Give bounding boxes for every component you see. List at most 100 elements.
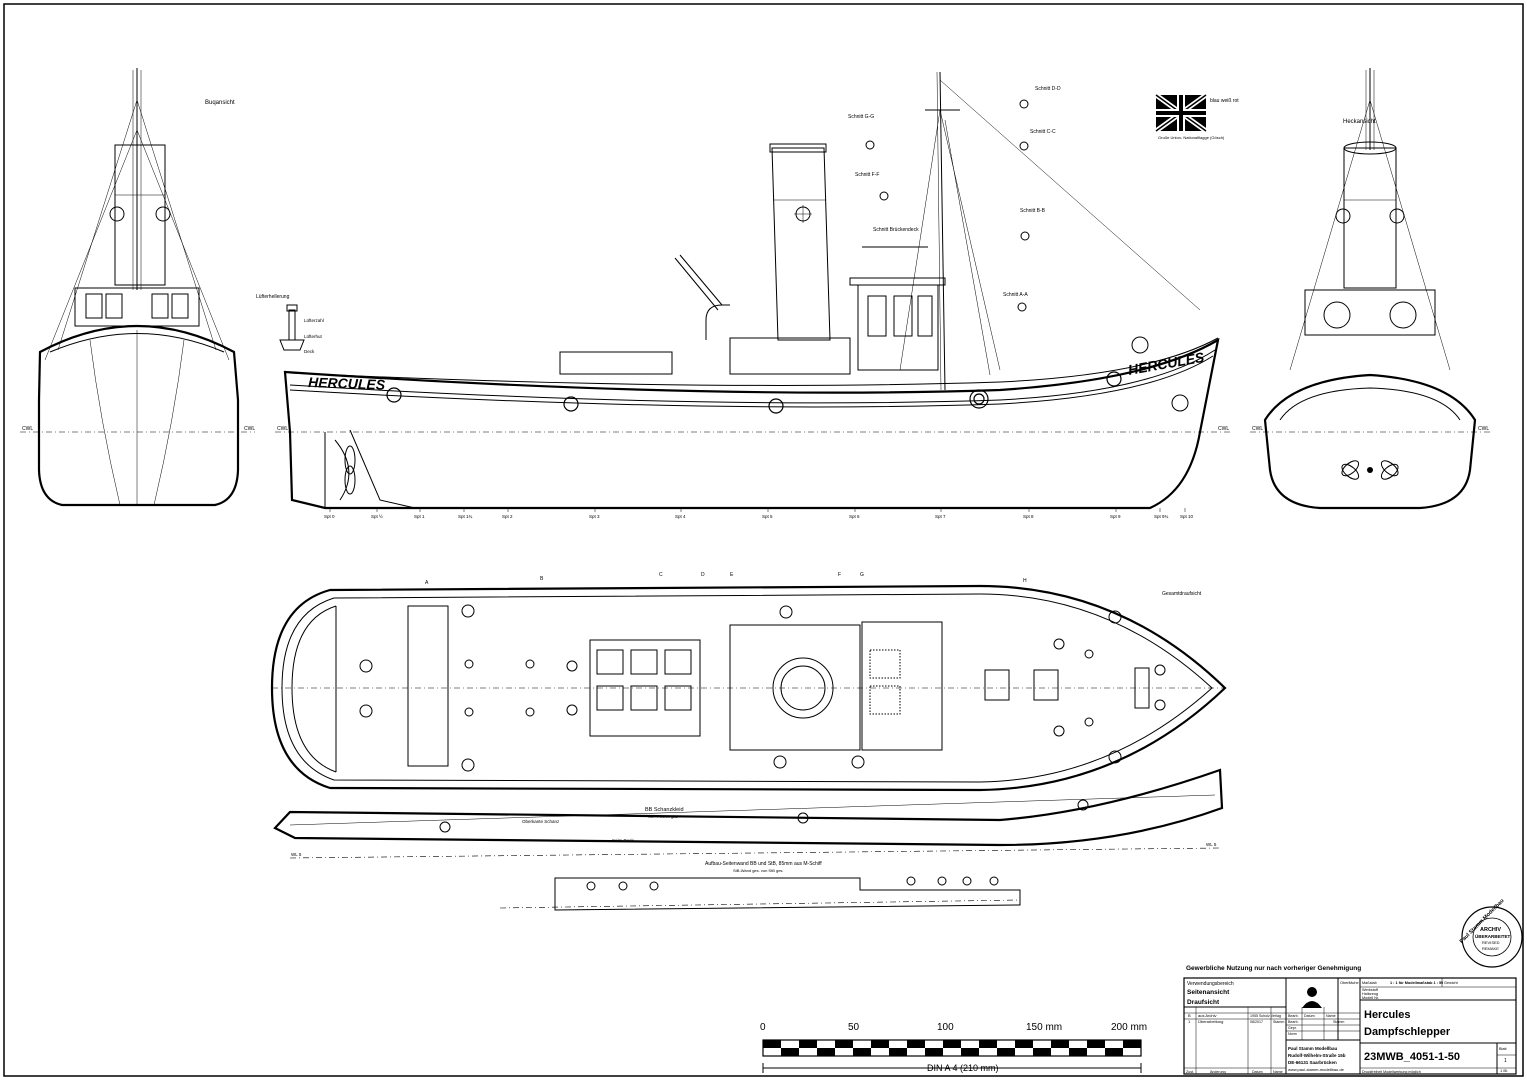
side-propeller-icon [344,445,356,495]
ventilator-detail: Lüfterhellerung Lüfterzahl Lüfterhut Dec… [256,294,324,354]
sheet-label: Blatt [1499,1047,1508,1051]
superstructure-sublabel: StB-Wand ges. von StB ges. [733,868,784,873]
company-url: www.paul-stamm-modellbau.de [1288,1067,1345,1072]
model-label: Modell Nr. [1362,996,1379,1000]
drawn-name: Stamm [1333,1020,1344,1024]
scale-value: 1 : 1 für Modellmaßstab 1 : 50 [1390,981,1443,985]
bulwark-side-deck: Seite Deck [612,838,635,843]
status-header: Zust. [1186,1070,1194,1074]
stamp-revised-en: REVISED [1482,940,1500,945]
bow-cwl-right: CWL [244,426,255,432]
company-city: DE-66131 Saarbrücken [1288,1060,1337,1065]
stern-view: Heckansicht CWL CWL [1250,68,1490,510]
din-label: DIN A 4 (210 mm) [927,1063,999,1073]
hull-name-stern: HERCULES [308,374,386,393]
frame-label: Spt 1 [414,514,425,519]
frame-label: Spt 7 [935,514,946,519]
section-details: Schnitt D-D Schnitt C-C Schnitt B-B Schn… [848,86,1061,312]
bow-view-label: Buqansicht [205,100,235,106]
semi-label: Halbzeug [1362,992,1378,996]
drawn-row: Bearb. [1288,1020,1299,1024]
section-marker: F [838,572,841,578]
change-name-header: Name [1273,1070,1283,1074]
superstructure-label: Aufbau-Seitenwand BB und StB, 85mm aus M… [705,861,822,867]
scale-tick-label: 0 [760,1022,766,1033]
title-block: Gewerbliche Nutzung nur nach vorheriger … [1183,965,1517,1075]
drawing-title: Hercules [1364,1009,1410,1021]
sheet-number: 1 [1504,1058,1507,1064]
material-label: Werkstoff [1362,988,1379,992]
weight-label: Gewicht [1444,981,1459,985]
top-view-label: Gesamtdraufsicht [1162,591,1202,597]
flag-note: Große Union- Nationalflagge (Gösch) [1158,135,1225,140]
section-marker: E [730,572,734,578]
view-side: Seitenansicht [1187,989,1230,996]
scale-tick-label: 200 mm [1111,1022,1147,1033]
section-marker: B [540,576,544,582]
sheet-of: 1 Bl. [1500,1068,1508,1073]
scale-label: Maßstab [1362,981,1377,985]
section-label: Schnitt C-C [1030,129,1056,135]
company-logo-icon [1302,987,1322,1008]
bow-cwl-left: CWL [22,426,33,432]
frame-label: Spt 9¾ [1154,514,1169,519]
section-label: Schnitt D-D [1035,86,1061,92]
company-name: Paul Stamm Modellbau [1288,1046,1338,1051]
surface-label: Oberfläche [1340,981,1359,985]
rev-a-date: 1955 Scholz Verlag [1250,1014,1281,1018]
frame-label: Spt 1¾ [458,514,473,519]
bulwark-upper-edge: Oberkante Schanz [522,819,560,824]
rev-b-date: 08/2017 [1250,1020,1263,1024]
change-header: Änderung [1210,1070,1226,1074]
name-header: Name [1326,1014,1336,1018]
rev-a-no: B [1188,1013,1191,1018]
frame-label: Spt 0 [324,514,335,519]
stern-view-label: Heckansicht [1343,119,1376,125]
frame-label: Spt 9 [1110,514,1121,519]
drawn-label: Bearb. [1288,1014,1299,1018]
section-marker: G [860,572,864,578]
bridge-section-label: Schnitt Brückendeck [873,227,919,233]
usage-label: Verwendungsbereich [1187,981,1234,987]
usage-notice: Gewerbliche Nutzung nur nach vorheriger … [1186,965,1361,972]
scale-bar: 0 50 100 150 mm 200 mm DIN A 4 (210 mm) [760,1022,1147,1073]
ventilator-ring-label: Lüfterhut [304,334,323,339]
archive-stamp: ARCHIV ÜBERARBEITET REVISED REMAKE Paul … [1459,898,1523,968]
frame-label: Spt 6 [849,514,860,519]
section-marker: D [701,572,705,578]
bulwark-view: BB Schanzkleid von H-Schiff ges. WL 5 WL… [273,768,1224,859]
stern-propeller-icon [1341,460,1399,480]
section-marker: C [659,572,663,578]
checked-label: Gepr. [1288,1026,1297,1030]
superstructure-wall: Aufbau-Seitenwand BB und StB, 85mm aus M… [499,861,1021,911]
stamp-remake: REMAKE [1482,946,1499,951]
frame-label: Spt 4 [675,514,686,519]
stern-cwl-right: CWL [1478,426,1489,432]
steering-wheel-icon [794,205,812,223]
drawing-subtitle: Dampfschlepper [1364,1026,1451,1038]
section-marker: A [425,580,429,586]
section-label: Schnitt A-A [1003,292,1028,298]
stern-cwl-left: CWL [1252,426,1263,432]
date-header: Datum [1304,1014,1315,1018]
section-label: Schnitt G-G [848,114,874,120]
ventilator-label: Lüfterhellerung [256,294,290,300]
section-label: Schnitt B-B [1020,208,1046,214]
rev-b-name: Stamm [1273,1020,1284,1024]
ventilator-cap-label: Lüfterzahl [304,318,324,323]
rev-b-no: 1 [1188,1019,1191,1024]
frame-label: Spt 10 [1180,514,1194,519]
copyright-note: Druckfreiheit Modellwerkung möglich [1362,1070,1421,1074]
stamp-archive: ARCHIV [1480,927,1501,933]
view-top: Draufsicht [1187,999,1220,1006]
frame-label: Spt 8 [1023,514,1034,519]
bulwark-label: BB Schanzkleid [645,807,684,813]
bulwark-wl-left: WL 5 [291,852,302,857]
rev-b-text: Überarbeitung [1198,1019,1223,1024]
norm-label: Norm [1288,1032,1297,1036]
side-cwl-left: CWL [277,426,288,432]
scale-tick-label: 150 mm [1026,1022,1062,1033]
stamp-revised-de: ÜBERARBEITET [1475,933,1511,939]
flag-colors: blau weiß rot [1210,98,1239,104]
